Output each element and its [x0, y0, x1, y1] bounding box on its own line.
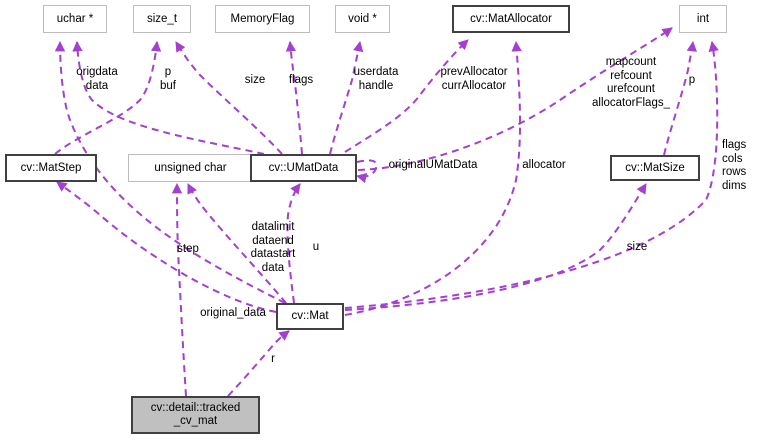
edge-tracked-to-unsignedchar — [171, 182, 187, 397]
edge-tracked-to-mat — [227, 330, 290, 397]
edge-mat-to-umatdata-data — [286, 183, 301, 304]
node-int[interactable]: int — [679, 5, 727, 33]
edge-matsize-to-int — [663, 40, 697, 156]
edge-matstep-to-size-t — [54, 40, 162, 155]
node-cv-matstep[interactable]: cv::MatStep — [5, 154, 97, 182]
edge-umatdata-to-uchar-ptr — [72, 40, 265, 155]
edge-group — [54, 27, 719, 397]
node-size-t[interactable]: size_t — [133, 5, 191, 33]
node-cv-matsize[interactable]: cv::MatSize — [610, 155, 700, 181]
edge-umatdata-to-size-t — [175, 41, 283, 155]
edge-mat-to-matsize — [344, 183, 647, 311]
edge-umatdata-to-void-ptr — [329, 40, 364, 155]
edge-mat-to-matallocator — [344, 40, 522, 316]
edge-mat-to-matstep — [56, 181, 277, 313]
edge-mat-to-int-fields — [344, 40, 719, 309]
node-cv-matallocator[interactable]: cv::MatAllocator — [452, 5, 570, 33]
node-cv-detail-tracked-cv-mat[interactable]: cv::detail::tracked _cv_mat — [131, 396, 260, 434]
node-void-pointer[interactable]: void * — [335, 5, 390, 33]
edge-umatdata-to-matallocator-prev — [344, 39, 469, 153]
node-cv-mat[interactable]: cv::Mat — [276, 303, 344, 330]
edge-umatdata-to-int-counts — [357, 27, 673, 171]
node-unsigned-char[interactable]: unsigned char — [128, 154, 253, 182]
edge-umatdata-to-memoryflag — [285, 40, 303, 155]
node-memoryflag[interactable]: MemoryFlag — [215, 5, 310, 33]
node-cv-umatdata[interactable]: cv::UMatData — [250, 154, 357, 182]
node-uchar-pointer[interactable]: uchar * — [43, 5, 107, 33]
edge-mat-to-unsignedchar-u — [187, 183, 287, 304]
edge-umatdata-self-loop — [355, 159, 378, 184]
